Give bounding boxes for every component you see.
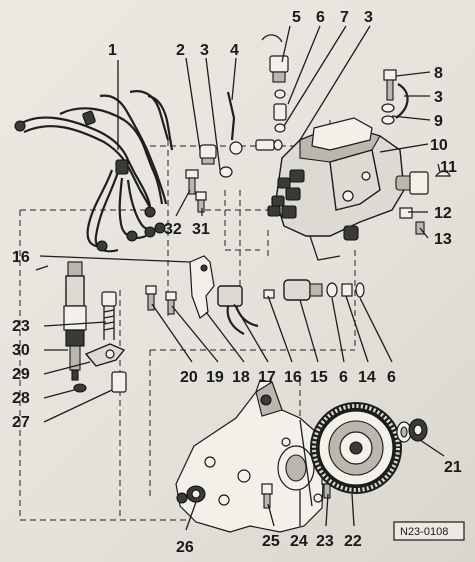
callout-9: 9 [434,113,443,130]
callout-6c: 6 [387,369,396,386]
return-pipe-3-9 [381,83,409,125]
callout-27: 27 [12,414,30,431]
sleeve-27 [111,371,127,393]
leader-lines [39,25,445,531]
callout-14: 14 [358,369,376,386]
injector-30 [35,261,87,381]
callout-19: 19 [206,369,224,386]
callout-23a: 23 [12,318,30,335]
sender-5 [261,34,289,133]
injector-pipes [14,90,174,253]
callout-11: 11 [440,159,457,176]
bolt-25 [261,483,273,509]
washer-28 [73,383,87,393]
callout-24: 24 [290,533,308,550]
injection-pump-10 [267,117,429,261]
callout-3b: 3 [364,9,373,26]
callout-21: 21 [444,459,462,476]
washer-nut-21 [396,418,428,443]
bolts-31-32 [185,169,207,213]
bolt-23 [101,291,117,340]
callout-4: 4 [230,42,239,59]
callout-6b: 6 [339,369,348,386]
callout-31: 31 [192,221,210,238]
callout-18: 18 [232,369,250,386]
callout-26: 26 [176,539,194,556]
callout-20: 20 [180,369,198,386]
callout-16a: 16 [12,249,30,266]
woodruff-key-11 [434,170,451,177]
callout-5: 5 [292,9,301,26]
callout-2: 2 [176,42,185,59]
callout-15: 15 [310,369,328,386]
callout-23b: 23 [316,533,334,550]
callout-10: 10 [430,137,448,154]
callout-28: 28 [12,390,30,407]
figure-reference-code: N23-0108 [400,526,448,538]
callout-8: 8 [434,65,443,82]
callout-29: 29 [12,366,30,383]
callout-25: 25 [262,533,280,550]
callout-16b: 16 [284,369,302,386]
callout-22: 22 [344,533,362,550]
bolts-19-20 [145,285,177,315]
callout-3a: 3 [200,42,209,59]
pump-sprocket-22 [310,402,402,494]
union-7 [255,139,283,151]
valve-15-14 [263,279,365,301]
pump-bracket [175,379,325,533]
callout-17: 17 [258,369,276,386]
callout-6a: 6 [316,9,325,26]
lever-16 [189,255,215,319]
bolt-8 [383,69,397,101]
seal-3a [219,166,233,178]
callout-3c: 3 [434,89,443,106]
callout-32: 32 [164,221,182,238]
callout-1: 1 [108,42,117,59]
figure-reference-box: N23-0108 [393,521,465,541]
callout-12: 12 [434,205,452,222]
callout-7: 7 [340,9,349,26]
clamp-29 [84,343,126,367]
callout-labels: 1 2 3 4 5 6 7 3 8 3 9 10 11 12 13 32 31 … [12,9,462,556]
pipe-4 [226,91,243,155]
callout-30: 30 [12,342,30,359]
callout-13: 13 [434,231,452,248]
banjo-union-2 [199,144,217,165]
